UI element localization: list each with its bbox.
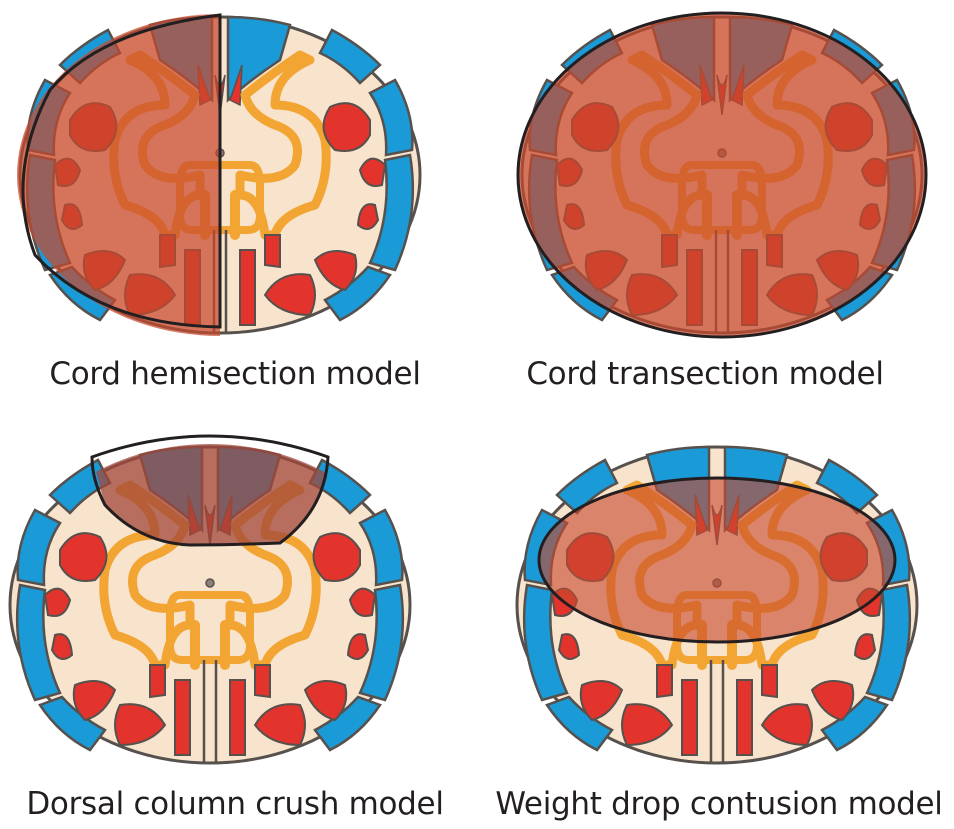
caption-dorsal-crush: Dorsal column crush model [0,786,470,822]
panel-hemisection [17,14,423,336]
panel-dorsal-crush [7,436,413,766]
panel-contusion [517,447,917,763]
caption-contusion: Weight drop contusion model [484,786,954,822]
caption-transection: Cord transection model [470,356,940,392]
caption-hemisection: Cord hemisection model [0,356,470,392]
panel-transection [518,13,926,337]
